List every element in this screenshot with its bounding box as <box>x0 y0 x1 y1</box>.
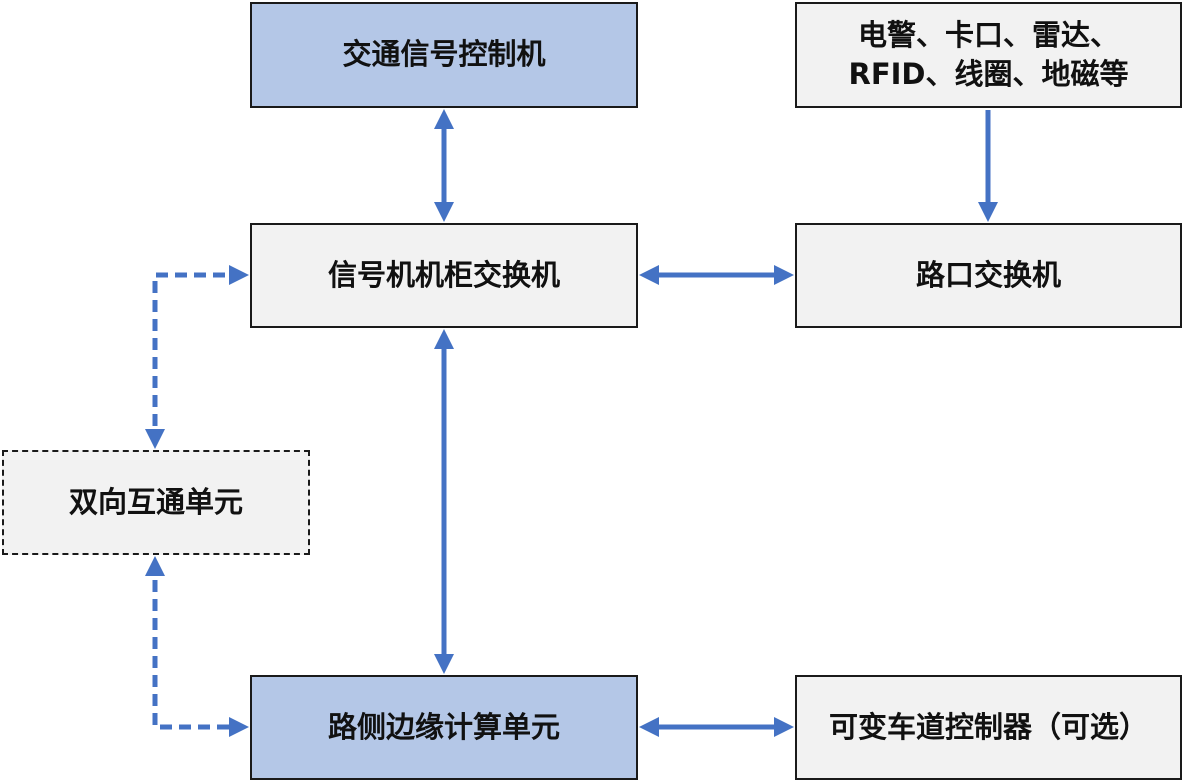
node-label-line-1: 电警、卡口、雷达、 <box>857 17 1119 52</box>
node-label: 路口交换机 <box>915 257 1061 292</box>
node-sensors: 电警、卡口、雷达、 RFID、线圈、地磁等 <box>795 2 1182 108</box>
node-roadside-edge-computing-unit: 路侧边缘计算单元 <box>250 675 638 780</box>
node-label: 路侧边缘计算单元 <box>327 709 560 744</box>
node-traffic-signal-controller: 交通信号控制机 <box>250 2 638 108</box>
node-label-group: 电警、卡口、雷达、 RFID、线圈、地磁等 <box>848 16 1128 94</box>
node-intersection-switch: 路口交换机 <box>795 223 1182 328</box>
node-label: 双向互通单元 <box>68 484 243 519</box>
node-label: 可变车道控制器（可选） <box>828 709 1148 744</box>
edge-bidirectional-unit-to-edge-unit <box>145 556 249 737</box>
edge-cabinet-switch-to-bidirectional-unit <box>145 265 249 449</box>
node-bidirectional-unit: 双向互通单元 <box>2 450 310 555</box>
node-cabinet-switch: 信号机机柜交换机 <box>250 223 638 328</box>
node-label: 信号机机柜交换机 <box>327 257 560 292</box>
node-label: 交通信号控制机 <box>342 37 546 72</box>
node-label-line-2: RFID、线圈、地磁等 <box>848 57 1129 91</box>
node-variable-lane-controller: 可变车道控制器（可选） <box>795 675 1182 780</box>
